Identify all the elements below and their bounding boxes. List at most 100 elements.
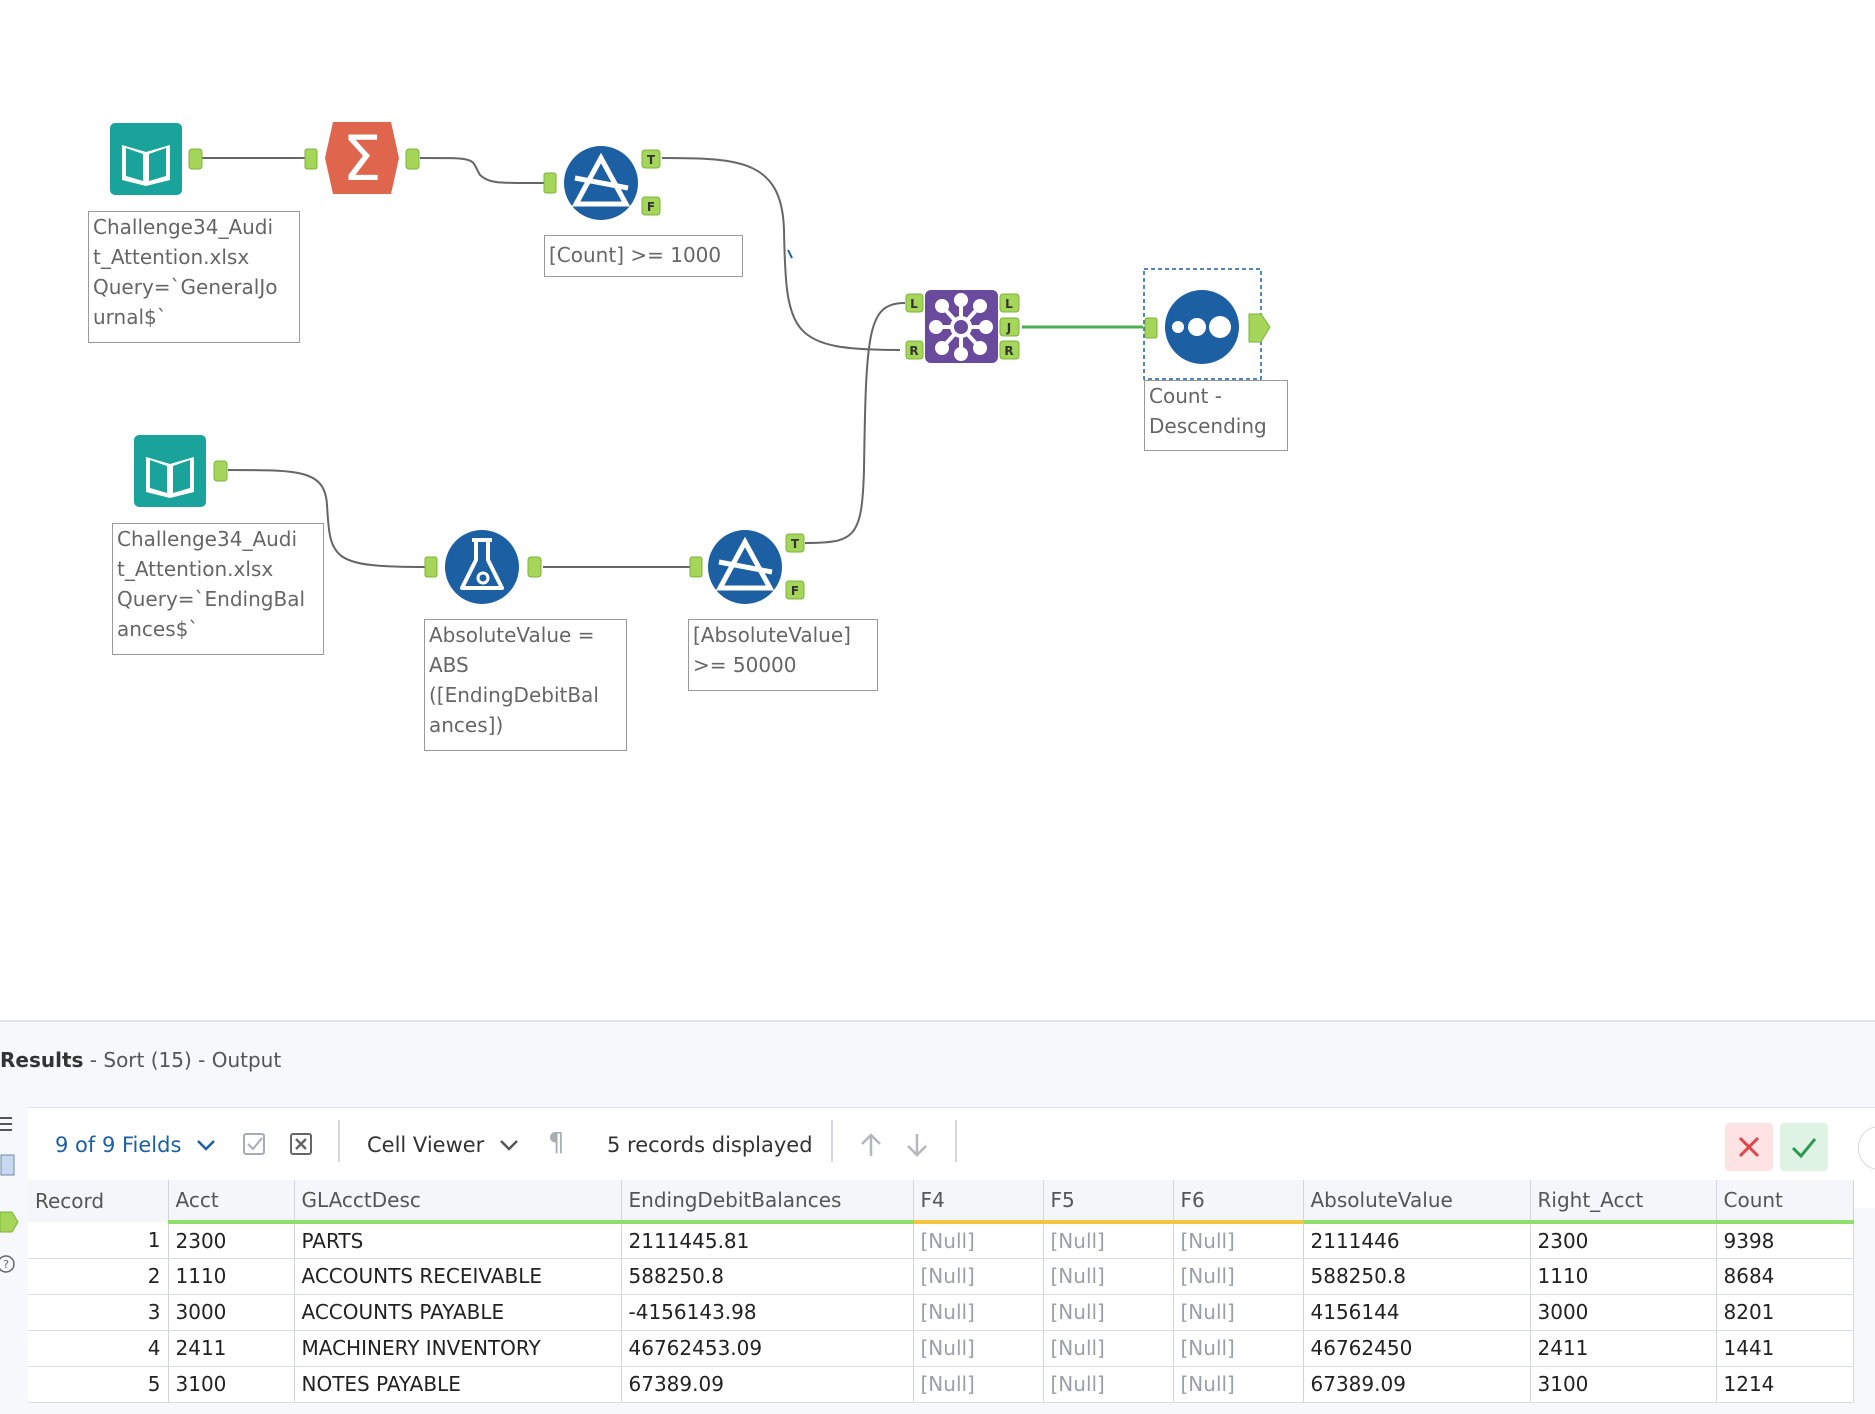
table-cell[interactable]: 1110 — [1530, 1258, 1717, 1295]
table-cell[interactable]: 1441 — [1716, 1330, 1854, 1367]
table-row[interactable]: 2 1110 ACCOUNTS RECEIVABLE 588250.8 [Nul… — [28, 1258, 1854, 1295]
table-cell[interactable]: [Null] — [1043, 1258, 1174, 1295]
join-left-input-label: L — [910, 297, 918, 311]
table-cell[interactable]: 2411 — [168, 1330, 295, 1367]
results-title-bold: Results — [0, 1048, 84, 1072]
cell-viewer-dropdown[interactable]: Cell Viewer — [367, 1130, 519, 1160]
table-cell[interactable]: [Null] — [913, 1294, 1044, 1331]
select-all-icon[interactable] — [242, 1132, 268, 1166]
input-data-tool-2[interactable] — [134, 435, 228, 507]
column-header[interactable]: F4 — [913, 1180, 1044, 1224]
table-row[interactable]: 1 2300 PARTS 2111445.81 [Null] [Null] [N… — [28, 1222, 1854, 1259]
table-cell[interactable]: -4156143.98 — [621, 1294, 914, 1331]
stray-mark — [787, 249, 793, 259]
table-cell[interactable]: 8684 — [1716, 1258, 1854, 1295]
record-cell[interactable]: 3 — [28, 1294, 169, 1331]
table-cell[interactable]: ACCOUNTS RECEIVABLE — [294, 1258, 622, 1295]
table-cell[interactable]: NOTES PAYABLE — [294, 1366, 622, 1403]
help-icon[interactable]: ? — [0, 1254, 20, 1274]
toolbar-separator — [831, 1120, 833, 1162]
table-cell[interactable]: 3000 — [168, 1294, 295, 1331]
join-tool[interactable]: L R L J R — [905, 290, 1020, 363]
table-cell[interactable]: ACCOUNTS PAYABLE — [294, 1294, 622, 1331]
column-header[interactable]: Acct — [168, 1180, 295, 1224]
record-cell[interactable]: 2 — [28, 1258, 169, 1295]
apply-button[interactable] — [1780, 1123, 1828, 1171]
cancel-button[interactable] — [1725, 1123, 1773, 1171]
menu-icon[interactable] — [0, 1114, 20, 1134]
arrow-down-icon[interactable] — [905, 1132, 929, 1166]
fields-selector[interactable]: 9 of 9 Fields — [55, 1130, 216, 1160]
sort-tool[interactable] — [1143, 268, 1271, 380]
column-header[interactable]: Record — [28, 1180, 169, 1222]
table-cell[interactable]: 46762453.09 — [621, 1330, 914, 1367]
table-cell[interactable]: 588250.8 — [1303, 1258, 1531, 1295]
column-header[interactable]: GLAcctDesc — [294, 1180, 622, 1224]
column-header[interactable]: F5 — [1043, 1180, 1174, 1224]
table-cell[interactable]: [Null] — [1173, 1366, 1304, 1403]
filter-tool-1[interactable]: T F — [543, 146, 661, 220]
formula-tool[interactable] — [424, 530, 542, 604]
filter-tool-2[interactable]: T F — [689, 530, 805, 604]
record-cell[interactable]: 1 — [28, 1222, 169, 1259]
arrow-up-icon[interactable] — [859, 1132, 883, 1166]
table-cell[interactable]: [Null] — [1173, 1222, 1304, 1259]
grid-header-row: Record Acct GLAcctDesc EndingDebitBalanc… — [28, 1180, 1854, 1224]
deselect-all-icon[interactable] — [289, 1132, 315, 1166]
join-right-input-label: R — [909, 344, 918, 358]
table-cell[interactable]: 9398 — [1716, 1222, 1854, 1259]
table-cell[interactable]: 46762450 — [1303, 1330, 1531, 1367]
column-header[interactable]: Right_Acct — [1530, 1180, 1717, 1224]
column-header[interactable]: EndingDebitBalances — [621, 1180, 914, 1224]
table-cell[interactable]: [Null] — [1173, 1258, 1304, 1295]
table-cell[interactable]: [Null] — [1173, 1294, 1304, 1331]
table-cell[interactable]: [Null] — [913, 1330, 1044, 1367]
table-cell[interactable]: 2300 — [1530, 1222, 1717, 1259]
record-cell[interactable]: 5 — [28, 1366, 169, 1403]
results-grid: Record Acct GLAcctDesc EndingDebitBalanc… — [28, 1180, 1854, 1403]
input-data-tool-1[interactable] — [110, 123, 203, 195]
table-cell[interactable]: 4156144 — [1303, 1294, 1531, 1331]
table-cell[interactable]: 67389.09 — [621, 1366, 914, 1403]
table-cell[interactable]: 1214 — [1716, 1366, 1854, 1403]
table-cell[interactable]: [Null] — [913, 1222, 1044, 1259]
column-header[interactable]: Count — [1716, 1180, 1854, 1224]
table-cell[interactable]: [Null] — [1043, 1330, 1174, 1367]
table-cell[interactable]: 588250.8 — [621, 1258, 914, 1295]
table-cell[interactable]: [Null] — [913, 1366, 1044, 1403]
wire-summarize-filter1[interactable] — [419, 157, 546, 185]
table-cell[interactable]: [Null] — [1043, 1366, 1174, 1403]
column-header[interactable]: F6 — [1173, 1180, 1304, 1224]
table-cell[interactable]: [Null] — [913, 1258, 1044, 1295]
wire-filter2-join-left[interactable] — [804, 302, 906, 544]
wire-input2-formula[interactable] — [227, 469, 427, 568]
table-cell[interactable]: 3100 — [1530, 1366, 1717, 1403]
wire-filter1-join-right[interactable] — [661, 157, 901, 351]
table-cell[interactable]: 2411 — [1530, 1330, 1717, 1367]
table-cell[interactable]: 1110 — [168, 1258, 295, 1295]
table-cell[interactable]: 2300 — [168, 1222, 295, 1259]
table-row[interactable]: 4 2411 MACHINERY INVENTORY 46762453.09 [… — [28, 1330, 1854, 1367]
table-cell[interactable]: PARTS — [294, 1222, 622, 1259]
table-cell[interactable]: 8201 — [1716, 1294, 1854, 1331]
record-cell[interactable]: 4 — [28, 1330, 169, 1367]
column-header[interactable]: AbsoluteValue — [1303, 1180, 1531, 1224]
pilcrow-icon[interactable]: ¶ — [548, 1128, 565, 1158]
workflow-canvas[interactable]: Σ T F L R L J R — [0, 0, 1875, 1020]
output-anchor-icon[interactable] — [0, 1210, 20, 1233]
summarize-tool[interactable]: Σ — [304, 122, 420, 195]
table-cell[interactable]: [Null] — [1043, 1294, 1174, 1331]
toolbar-separator — [338, 1120, 340, 1162]
table-row[interactable]: 5 3100 NOTES PAYABLE 67389.09 [Null] [Nu… — [28, 1366, 1854, 1403]
search-button[interactable] — [1858, 1126, 1875, 1170]
table-cell[interactable]: [Null] — [1043, 1222, 1174, 1259]
table-cell[interactable]: [Null] — [1173, 1330, 1304, 1367]
table-cell[interactable]: 67389.09 — [1303, 1366, 1531, 1403]
table-view-icon[interactable] — [0, 1154, 20, 1176]
table-cell[interactable]: 2111445.81 — [621, 1222, 914, 1259]
table-cell[interactable]: 2111446 — [1303, 1222, 1531, 1259]
table-row[interactable]: 3 3000 ACCOUNTS PAYABLE -4156143.98 [Nul… — [28, 1294, 1854, 1331]
table-cell[interactable]: 3000 — [1530, 1294, 1717, 1331]
table-cell[interactable]: MACHINERY INVENTORY — [294, 1330, 622, 1367]
table-cell[interactable]: 3100 — [168, 1366, 295, 1403]
